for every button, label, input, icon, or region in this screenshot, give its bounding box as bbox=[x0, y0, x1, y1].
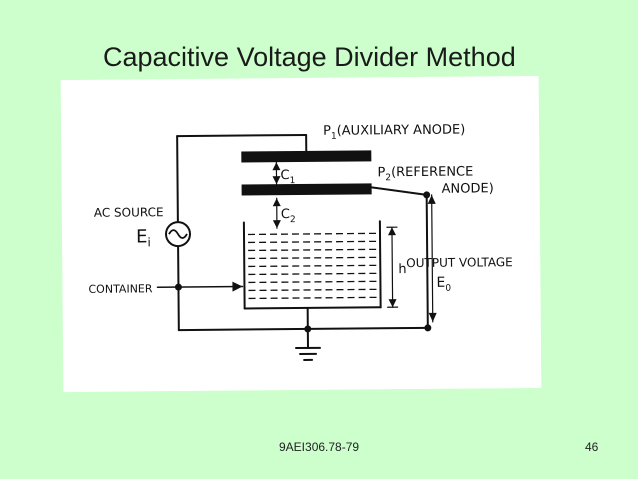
h-label: h bbox=[398, 262, 406, 277]
p2-lead bbox=[370, 186, 428, 196]
circuit-diagram: P1(AUXILIARY ANODE) P2(REFERENCE ANODE) … bbox=[88, 123, 513, 361]
container-label: CONTAINER bbox=[88, 282, 152, 296]
output-wire bbox=[425, 193, 429, 329]
auxiliary-anode-plate bbox=[241, 150, 372, 163]
top-wire bbox=[176, 133, 308, 138]
c1-label: C1 bbox=[280, 168, 295, 186]
container-bottom bbox=[243, 306, 382, 310]
output-voltage-label: OUTPUT VOLTAGE bbox=[406, 255, 513, 270]
slide-title: Capacitive Voltage Divider Method bbox=[103, 42, 516, 72]
output-arrow-line bbox=[431, 194, 434, 323]
h-dimension-line bbox=[391, 226, 394, 308]
junction-dot bbox=[174, 283, 182, 291]
junction-dot bbox=[304, 325, 312, 333]
container-arrow bbox=[156, 285, 244, 289]
circuit-figure: P1(AUXILIARY ANODE) P2(REFERENCE ANODE) … bbox=[60, 75, 542, 393]
c2-label: C2 bbox=[281, 207, 296, 225]
container-right-wall bbox=[378, 220, 382, 309]
p2-label: P2(REFERENCE bbox=[377, 164, 473, 183]
p1-label: P1(AUXILIARY ANODE) bbox=[323, 123, 465, 142]
container-left-wall bbox=[242, 221, 246, 310]
e0-label: E0 bbox=[436, 275, 451, 294]
bottom-wire bbox=[177, 326, 429, 332]
reference-anode-plate bbox=[241, 183, 372, 196]
footer-code: 9AEI306.78-79 bbox=[279, 440, 360, 454]
junction-dot bbox=[424, 324, 432, 332]
page-number: 46 bbox=[585, 440, 599, 454]
ac-source-label: AC SOURCE bbox=[94, 205, 164, 220]
ei-label: Ei bbox=[136, 226, 151, 249]
p2-label-line2: ANODE) bbox=[442, 181, 494, 196]
liquid-fill bbox=[247, 232, 377, 300]
junction-dot bbox=[423, 191, 431, 199]
